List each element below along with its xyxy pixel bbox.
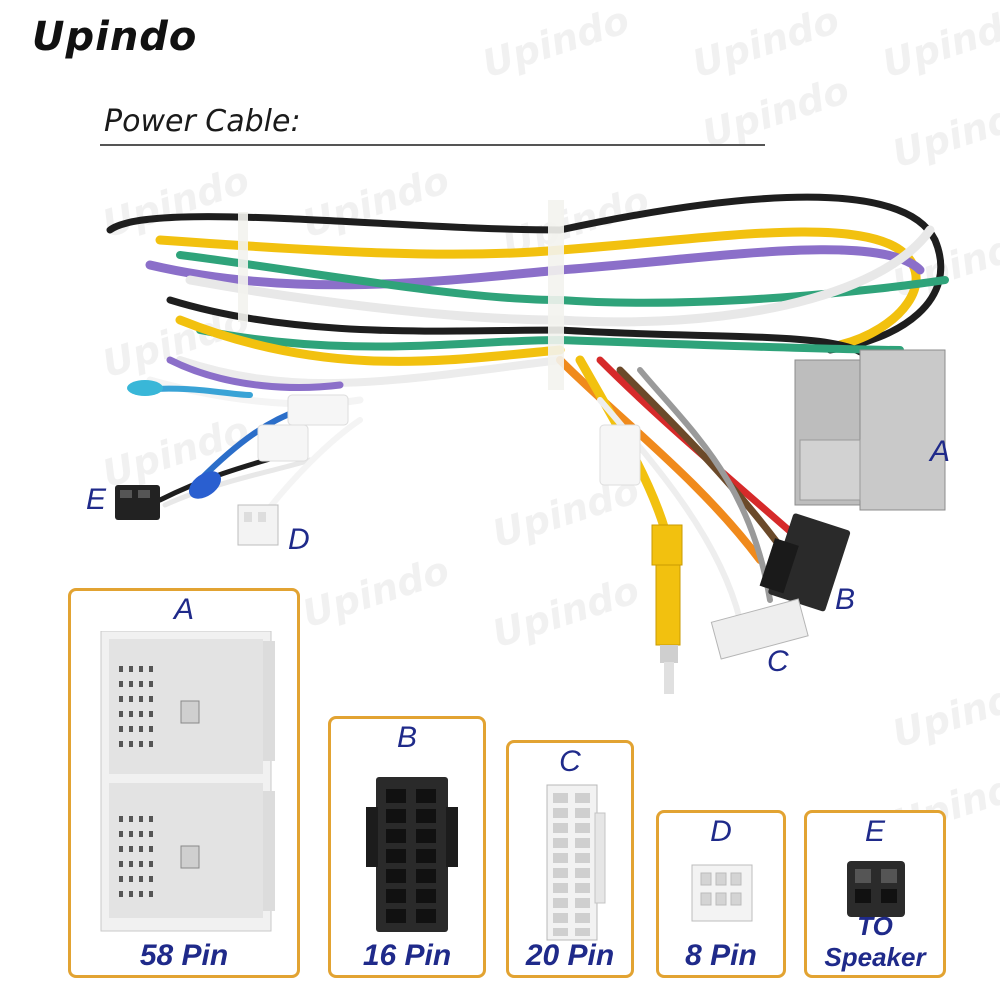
connector-A-photo	[794, 349, 946, 511]
connector-C-photo	[710, 598, 809, 660]
blue-sleeve	[188, 471, 222, 499]
wire-white-2	[176, 356, 564, 388]
connector-letter: B	[396, 721, 417, 754]
wire-yellow-2	[175, 315, 565, 366]
cable-tie	[238, 212, 248, 322]
title-underline	[100, 144, 765, 146]
wire-grey	[637, 367, 773, 603]
photo-label-c: C	[767, 645, 789, 678]
connector-c-illustration	[546, 784, 606, 941]
rca-plug-photo	[651, 524, 683, 694]
connector-pin-count: TO Speaker	[824, 911, 926, 972]
connector-letter: A	[173, 593, 194, 626]
brand-logo: Upindo	[32, 14, 198, 60]
wire-tag	[287, 394, 349, 426]
photo-label-d: D	[288, 523, 310, 556]
connector-E-photo	[115, 485, 160, 520]
connector-letter: D	[710, 815, 732, 848]
blue-sleeve	[127, 380, 163, 396]
connector-letter: C	[559, 745, 581, 778]
connector-card-c: C 20 Pin	[506, 740, 634, 978]
connector-pin-count: 20 Pin	[525, 939, 615, 972]
connector-pin-count: 8 Pin	[685, 939, 757, 972]
wire-tag	[599, 424, 641, 486]
connector-e-illustration	[847, 861, 905, 917]
connector-d-illustration	[691, 864, 753, 922]
wire-to-E-2	[162, 457, 313, 508]
cable-tie	[548, 200, 564, 390]
connector-b-illustration	[366, 777, 458, 932]
page-title: Power Cable:	[104, 104, 301, 139]
connector-D-photo	[237, 504, 279, 546]
connector-a-illustration	[100, 631, 275, 932]
wire-orange	[556, 356, 764, 564]
connector-pin-count: 16 Pin	[362, 939, 452, 972]
photo-label-e: E	[86, 483, 107, 516]
wire-tag	[257, 424, 309, 462]
photo-label-a: A	[930, 435, 951, 468]
connector-card-a: A 58 Pin	[68, 588, 300, 978]
connector-card-d: D 8 Pin	[656, 810, 786, 978]
connector-pin-count: 58 Pin	[139, 939, 229, 972]
wire-black	[106, 193, 945, 354]
connector-letter: E	[864, 815, 885, 848]
photo-label-b: B	[835, 583, 856, 616]
connector-card-b: B 16 Pin	[328, 716, 486, 978]
connector-card-e: E TO Speaker	[804, 810, 946, 978]
wire-brown	[616, 366, 794, 564]
wire-purple-2	[166, 356, 344, 391]
connector-B-photo	[759, 513, 851, 612]
